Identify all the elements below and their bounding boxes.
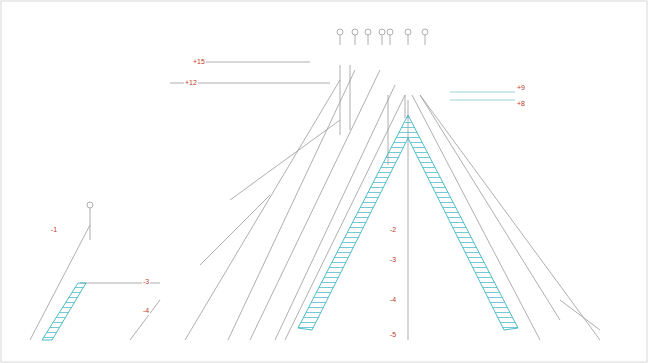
level-mark: -2 [389, 226, 397, 234]
level-mark: -3 [389, 256, 397, 264]
level-mark: -5 [389, 331, 397, 339]
level-mark: -3 [142, 278, 150, 286]
level-mark: +9 [516, 84, 526, 92]
level-mark: -4 [142, 307, 150, 315]
level-mark: +12 [184, 79, 198, 87]
level-mark: +15 [192, 58, 206, 66]
level-mark: -1 [50, 226, 58, 234]
level-mark: -4 [389, 296, 397, 304]
level-mark: +8 [516, 100, 526, 108]
